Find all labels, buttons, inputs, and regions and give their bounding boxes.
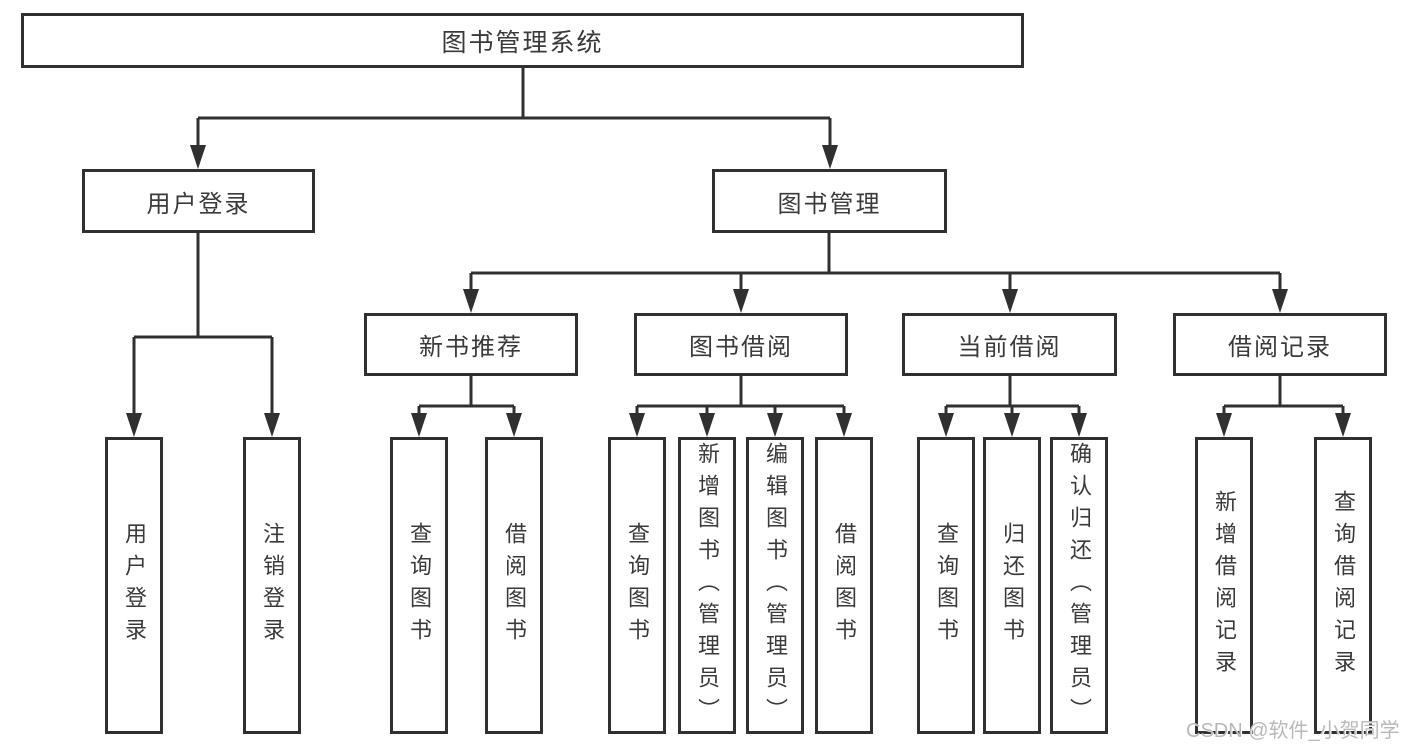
csdn-watermark: CSDN @软件_小贺同学 [1186, 720, 1400, 742]
node-label: 借阅记录 [1228, 334, 1332, 361]
leaf-label: 用户登录 [122, 521, 147, 650]
leaf-add-borrow-record: 新增借阅记录 [1195, 437, 1253, 734]
node-library-management-system: 图书管理系统 [21, 13, 1024, 68]
leaf-label: 借阅图书 [502, 521, 527, 650]
connector-recommend-to-leaves [411, 376, 522, 437]
connector-root-to-level1 [190, 68, 838, 169]
leaf-query-books: 查询图书 [608, 437, 666, 734]
leaf-label: 借阅图书 [832, 521, 857, 650]
leaf-label: 查询图书 [407, 521, 432, 650]
node-label: 图书借阅 [689, 334, 793, 361]
node-label: 图书管理 [777, 190, 882, 218]
leaf-label: 新增图书（管理员） [695, 441, 720, 730]
connector-login-to-leaves [126, 233, 280, 437]
node-current-borrowing: 当前借阅 [902, 313, 1117, 376]
leaf-label: 查询图书 [625, 521, 650, 650]
node-new-book-recommendation: 新书推荐 [364, 313, 578, 376]
leaf-label: 查询借阅记录 [1331, 489, 1356, 682]
leaf-query-books: 查询图书 [917, 437, 975, 734]
connector-records-to-leaves [1216, 376, 1351, 437]
leaf-add-books-admin: 新增图书（管理员） [678, 437, 736, 734]
node-book-borrowing: 图书借阅 [634, 313, 848, 376]
connector-borrow-to-leaves [629, 376, 852, 437]
leaf-label: 注销登录 [260, 521, 285, 650]
leaf-edit-books-admin: 编辑图书（管理员） [746, 437, 804, 734]
leaf-user-login: 用户登录 [105, 437, 163, 734]
leaf-confirm-return-admin: 确认归还（管理员） [1050, 437, 1108, 734]
connector-current-to-leaves [938, 376, 1087, 437]
leaf-label: 确认归还（管理员） [1067, 441, 1092, 730]
leaf-logout: 注销登录 [243, 437, 301, 734]
node-label: 新书推荐 [419, 334, 523, 361]
leaf-return-books: 归还图书 [983, 437, 1041, 734]
leaf-label: 查询图书 [934, 521, 959, 650]
connector-bookmgmt-to-level2 [463, 233, 1288, 313]
node-user-login: 用户登录 [82, 169, 315, 233]
node-borrowing-records: 借阅记录 [1173, 313, 1387, 376]
node-label: 当前借阅 [957, 334, 1062, 361]
leaf-query-books: 查询图书 [390, 437, 448, 734]
leaf-label: 新增借阅记录 [1212, 489, 1237, 682]
leaf-borrow-books: 借阅图书 [485, 437, 543, 734]
leaf-query-borrow-record: 查询借阅记录 [1314, 437, 1372, 734]
leaf-borrow-books: 借阅图书 [815, 437, 873, 734]
leaf-label: 归还图书 [1000, 521, 1025, 650]
node-label: 图书管理系统 [441, 28, 604, 57]
node-book-management: 图书管理 [712, 169, 947, 233]
node-label: 用户登录 [146, 190, 251, 218]
leaf-label: 编辑图书（管理员） [763, 441, 788, 730]
